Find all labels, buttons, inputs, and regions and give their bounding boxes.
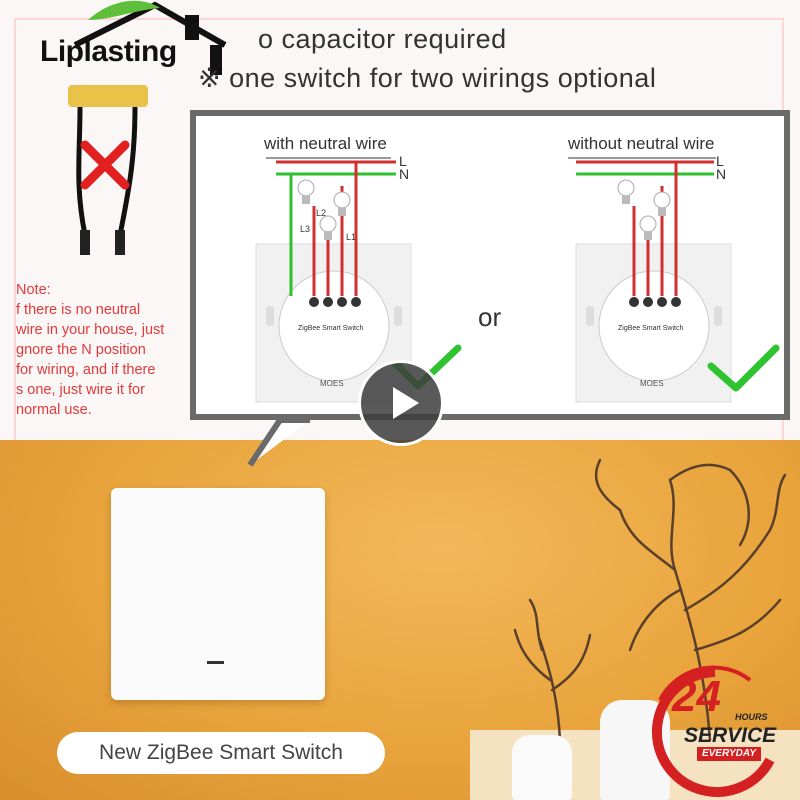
wire-label-L: L: [716, 153, 724, 169]
bulb-icon: [617, 179, 635, 204]
note-line: s one, just wire it for: [16, 382, 145, 398]
note-line: for wiring, and if there: [16, 362, 156, 378]
note-line: Note:: [16, 282, 51, 298]
bulb-icon: [319, 215, 337, 240]
service-everyday: EVERYDAY: [697, 747, 761, 761]
or-label: or: [478, 302, 501, 332]
callout-tail: [247, 417, 310, 467]
brand-logo: [73, 0, 227, 75]
brand-logo-text: Liplasting: [40, 35, 177, 68]
service-badge: [651, 665, 775, 797]
wire-label-N: N: [716, 166, 726, 182]
diagram-without-neutral: without neutral wire L N: [567, 134, 780, 403]
note-line: normal use.: [16, 402, 92, 418]
wiring-diagram: with neutral wire L N: [190, 110, 790, 420]
note-line: wire in your house, just: [16, 322, 165, 338]
service-label: SERVICE: [684, 724, 777, 747]
play-button[interactable]: [358, 360, 444, 446]
module-label: ZigBee Smart Switch: [618, 325, 683, 332]
note-line: gnore the N position: [16, 342, 146, 358]
diagram-title-left: with neutral wire: [263, 134, 387, 153]
branches-illustration: [513, 458, 787, 742]
product-caption: New ZigBee Smart Switch: [57, 732, 385, 774]
diagram-with-neutral: with neutral wire L N: [255, 134, 412, 403]
note-line: f there is no neutral: [16, 302, 141, 318]
feature-line-wiring: ※ one switch for two wirings optional: [198, 63, 657, 93]
play-icon: [393, 387, 419, 419]
bulb-icon: [639, 215, 657, 240]
brand-mark: MOES: [640, 379, 664, 388]
bulb-icon: [653, 191, 671, 216]
feature-line-capacitor: o capacitor required: [258, 24, 507, 54]
wire-label-N: N: [399, 166, 409, 182]
diagram-title-right: without neutral wire: [567, 134, 714, 153]
capacitor-illustration: [68, 85, 148, 255]
smart-switch-product: [111, 488, 325, 700]
service-hours-number: 24: [672, 672, 721, 721]
bulb-icon: [297, 179, 315, 204]
lamp-label: L2: [316, 208, 326, 218]
lamp-label: L1: [346, 232, 356, 242]
lamp-label: L3: [300, 224, 310, 234]
brand-mark: MOES: [320, 379, 344, 388]
red-x-icon: [80, 140, 130, 190]
bulb-icon: [333, 191, 351, 216]
vase: [512, 735, 572, 800]
module-label: ZigBee Smart Switch: [298, 325, 363, 332]
check-icon: [707, 344, 780, 392]
service-hours-label: HOURS: [735, 712, 768, 722]
wiring-note: Note: f there is no neutral wire in your…: [16, 280, 191, 420]
wire-label-L: L: [399, 153, 407, 169]
switch-indicator-led: [207, 661, 224, 664]
